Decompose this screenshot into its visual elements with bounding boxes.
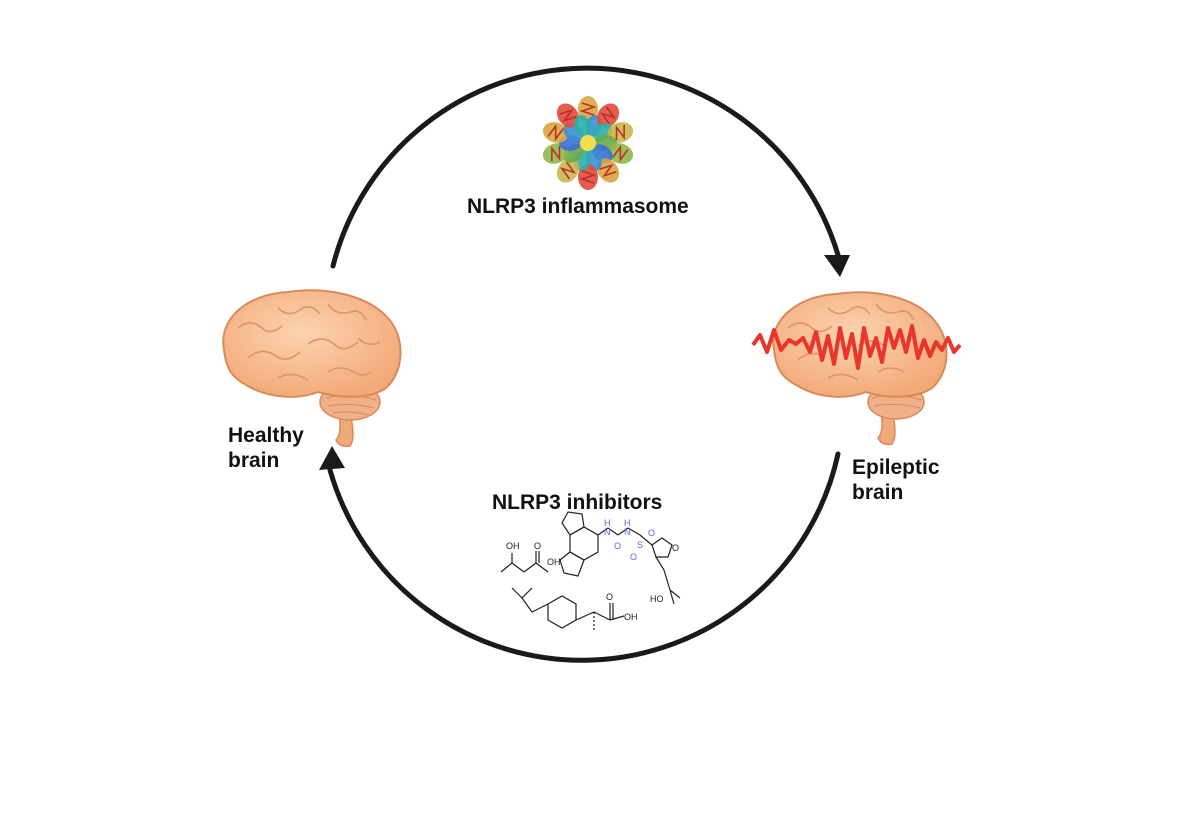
healthy-brain-label: Healthy brain xyxy=(228,423,304,473)
molecule-hydroxybutyrate xyxy=(500,551,549,573)
bottom-arrowhead xyxy=(319,446,345,470)
inflammasome-helix xyxy=(559,161,577,180)
healthy-brain-label-line1: Healthy xyxy=(228,424,304,447)
inflammasome-helix xyxy=(599,106,617,125)
epileptic-brain-label-line1: Epileptic xyxy=(852,456,940,479)
inflammasome-helix xyxy=(615,124,625,141)
seizure-eeg-wave xyxy=(751,324,962,370)
bottom-cycle-arrow xyxy=(327,451,841,663)
m2-n1-label: N xyxy=(604,527,611,537)
inflammasome-helix xyxy=(579,170,597,184)
m2-o-label: O xyxy=(614,541,621,551)
inflammasome-helix xyxy=(551,145,561,162)
inflammasome-helix xyxy=(547,123,564,142)
inflammasome-helix xyxy=(579,102,597,116)
molecule-mcc950 xyxy=(559,511,681,605)
m2-nh1-label: H xyxy=(604,518,611,528)
m2-so2-label: O xyxy=(630,552,637,562)
m1-oh2-label: OH xyxy=(547,557,561,567)
top-label: NLRP3 inflammasome xyxy=(467,195,689,218)
top-cycle-arrow xyxy=(330,65,841,269)
m2-ho-label: HO xyxy=(650,594,664,604)
m3-o-label: O xyxy=(606,592,613,602)
inflammasome-helix xyxy=(612,144,629,163)
inflammasome-inner-subunit xyxy=(574,115,591,137)
top-arrowhead xyxy=(824,255,850,277)
m2-n2-label: N xyxy=(624,527,631,537)
m2-s-label: S xyxy=(637,540,643,550)
epileptic-brain-label: Epileptic brain xyxy=(852,455,940,505)
m1-o-label: O xyxy=(534,541,541,551)
healthy-brain-illustration xyxy=(222,289,402,448)
molecule-ibuprofen xyxy=(511,587,625,630)
inflammasome-illustration xyxy=(542,96,634,190)
m2-ring-o-label: O xyxy=(672,543,679,553)
healthy-brain-label-line2: brain xyxy=(228,449,280,472)
m2-nh2-label: H xyxy=(624,518,631,528)
inflammasome-helix xyxy=(559,108,577,123)
m2-so1-label: O xyxy=(648,528,655,538)
epileptic-brain-label-line2: brain xyxy=(852,481,904,504)
inflammasome-helix xyxy=(599,163,617,178)
bottom-label: NLRP3 inhibitors xyxy=(492,491,663,514)
m1-oh-label: OH xyxy=(506,541,520,551)
m3-oh-label: OH xyxy=(624,612,638,622)
